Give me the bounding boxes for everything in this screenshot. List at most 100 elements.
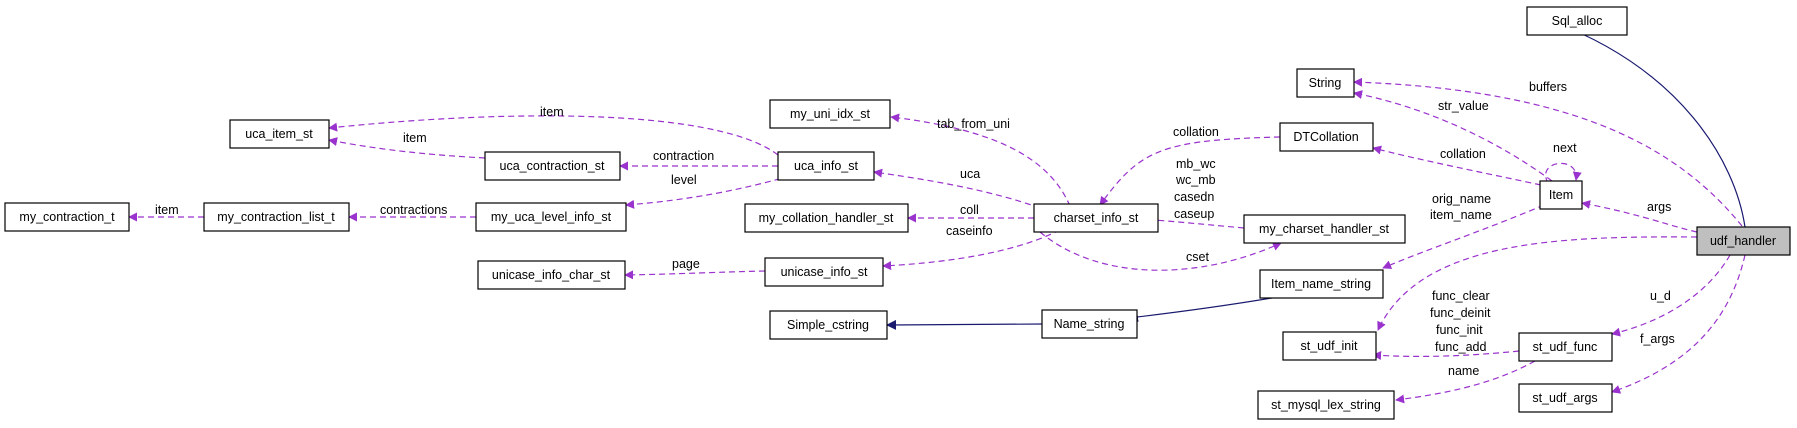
node-label-uca-contraction-st: uca_contraction_st: [500, 159, 605, 173]
edge-label-item-mid: item: [403, 131, 427, 145]
node-uca-info-st[interactable]: uca_info_st: [777, 151, 875, 181]
edge-item-to-string: [1353, 90, 1553, 182]
edge-label-level: level: [671, 173, 697, 187]
node-uca-item-st[interactable]: uca_item_st: [229, 119, 330, 149]
edge-label-mb-wc: mb_wc: [1176, 157, 1216, 171]
node-label-st-mysql-lex-string: st_mysql_lex_string: [1271, 398, 1381, 412]
node-charset-info-st[interactable]: charset_info_st: [1033, 203, 1159, 233]
edge-item-to-item-name-string: [1382, 204, 1545, 269]
node-uca-contraction-st[interactable]: uca_contraction_st: [484, 151, 621, 181]
node-st-udf-func[interactable]: st_udf_func: [1518, 332, 1613, 362]
edge-label-collation-item: collation: [1440, 147, 1486, 161]
edge-charset-to-charset-handler: [1039, 231, 1282, 271]
edge-label-caseinfo: caseinfo: [946, 224, 993, 238]
edge-label-func-add: func_add: [1435, 340, 1486, 354]
edge-st-udf-func-to-lex-string: [1395, 360, 1536, 404]
node-label-unicase-info-st: unicase_info_st: [781, 265, 868, 279]
edge-st-udf-func-to-st-udf-init: [1372, 350, 1520, 361]
node-label-my-uni-idx-st: my_uni_idx_st: [790, 107, 870, 121]
edge-charset-to-unicase-info: [882, 229, 1061, 271]
edge-unicase-to-unicase-char: [624, 270, 766, 280]
node-label-string: String: [1309, 76, 1342, 90]
node-label-name-string: Name_string: [1054, 317, 1125, 331]
edge-label-name: name: [1448, 364, 1479, 378]
node-sql-alloc[interactable]: Sql_alloc: [1526, 6, 1628, 36]
edge-charset-handler-to-charset: [1124, 213, 1245, 229]
node-my-uca-level-info-st[interactable]: my_uca_level_info_st: [475, 202, 627, 232]
node-label-st-udf-init: st_udf_init: [1301, 339, 1359, 353]
node-label-item-name-string: Item_name_string: [1271, 277, 1371, 291]
node-dtcollation[interactable]: DTCollation: [1279, 122, 1374, 152]
edge-label-f-args: f_args: [1640, 332, 1675, 346]
edge-label-func-init: func_init: [1436, 323, 1483, 337]
node-label-my-charset-handler-st: my_charset_handler_st: [1259, 222, 1389, 236]
edge-udf-handler-to-sql-alloc: [1553, 20, 1746, 228]
edge-dtcollation-to-charset: [1099, 136, 1281, 206]
node-udf-handler[interactable]: udf_handler: [1696, 226, 1791, 256]
node-my-contraction-list-t[interactable]: my_contraction_list_t: [203, 202, 350, 232]
node-label-charset-info-st: charset_info_st: [1054, 211, 1139, 225]
edge-udf-handler-to-st-udf-args: [1611, 254, 1746, 394]
edge-label-func-clear: func_clear: [1432, 289, 1490, 303]
edge-udf-handler-to-string: [1353, 77, 1743, 227]
node-label-uca-item-st: uca_item_st: [245, 127, 313, 141]
edge-label-coll: coll: [960, 203, 979, 217]
edge-udf-handler-to-item: [1581, 200, 1698, 233]
node-st-udf-init[interactable]: st_udf_init: [1282, 331, 1377, 361]
edge-uca-info-to-level-info: [625, 175, 791, 209]
edge-charset-to-uca-info: [873, 168, 1041, 209]
node-label-my-contraction-t: my_contraction_t: [19, 210, 115, 224]
edge-label-args: args: [1647, 200, 1671, 214]
node-string[interactable]: String: [1296, 68, 1355, 98]
edge-label-func-deinit: func_deinit: [1430, 306, 1491, 320]
node-label-item: Item: [1549, 188, 1573, 202]
node-unicase-info-st[interactable]: unicase_info_st: [764, 257, 884, 287]
edge-label-contraction: contraction: [653, 149, 714, 163]
edge-label-caseup: caseup: [1174, 207, 1214, 221]
edge-label-item-left: item: [155, 203, 179, 217]
node-label-my-uca-level-info-st: my_uca_level_info_st: [491, 210, 612, 224]
edge-label-contractions: contractions: [380, 203, 447, 217]
node-label-my-collation-handler-st: my_collation_handler_st: [759, 211, 894, 225]
edge-item-name-string-to-name-string: [1128, 297, 1273, 322]
node-unicase-info-char-st[interactable]: unicase_info_char_st: [477, 260, 626, 290]
edge-label-item-top: item: [540, 105, 564, 119]
edge-label-casedn: casedn: [1174, 190, 1214, 204]
edge-udf-handler-to-st-udf-func: [1611, 254, 1731, 337]
node-my-contraction-t[interactable]: my_contraction_t: [4, 202, 130, 232]
edge-uca-info-to-uca-item: [328, 115, 779, 156]
nodes: Sql_alloc String udf_handler Item DTColl…: [4, 6, 1791, 420]
edge-label-wc-mb: wc_mb: [1175, 173, 1216, 187]
node-label-st-udf-func: st_udf_func: [1533, 340, 1598, 354]
edge-label-tab-from-uni: tab_from_uni: [937, 117, 1010, 131]
edge-labels: buffers str_value collation next args co…: [155, 80, 1675, 378]
node-item-name-string[interactable]: Item_name_string: [1259, 269, 1384, 299]
edge-label-cset: cset: [1186, 250, 1209, 264]
edge-item-to-dtcollation: [1372, 145, 1542, 186]
node-label-udf-handler: udf_handler: [1710, 234, 1776, 248]
node-my-collation-handler-st[interactable]: my_collation_handler_st: [744, 203, 909, 233]
edge-label-page: page: [672, 257, 700, 271]
node-simple-cstring[interactable]: Simple_cstring: [769, 310, 888, 340]
edge-charset-to-uni-idx: [890, 113, 1071, 207]
node-label-uca-info-st: uca_info_st: [794, 159, 858, 173]
node-label-my-contraction-list-t: my_contraction_list_t: [217, 210, 335, 224]
edge-label-next: next: [1553, 141, 1577, 155]
node-label-st-udf-args: st_udf_args: [1532, 391, 1597, 405]
node-st-udf-args[interactable]: st_udf_args: [1518, 383, 1613, 413]
node-label-dtcollation: DTCollation: [1293, 130, 1358, 144]
node-item[interactable]: Item: [1539, 180, 1583, 210]
edge-label-str-value: str_value: [1438, 99, 1489, 113]
edge-label-buffers: buffers: [1529, 80, 1567, 94]
edge-label-collation-charset: collation: [1173, 125, 1219, 139]
edge-name-string-to-simple-cstring: [886, 319, 1043, 330]
node-name-string[interactable]: Name_string: [1041, 309, 1138, 339]
node-my-charset-handler-st[interactable]: my_charset_handler_st: [1243, 214, 1406, 244]
node-label-unicase-info-char-st: unicase_info_char_st: [492, 268, 611, 282]
node-label-simple-cstring: Simple_cstring: [787, 318, 869, 332]
edge-label-item-name: item_name: [1430, 208, 1492, 222]
node-my-uni-idx-st[interactable]: my_uni_idx_st: [769, 99, 891, 129]
node-st-mysql-lex-string[interactable]: st_mysql_lex_string: [1257, 390, 1395, 420]
edge-label-orig-name: orig_name: [1432, 192, 1491, 206]
